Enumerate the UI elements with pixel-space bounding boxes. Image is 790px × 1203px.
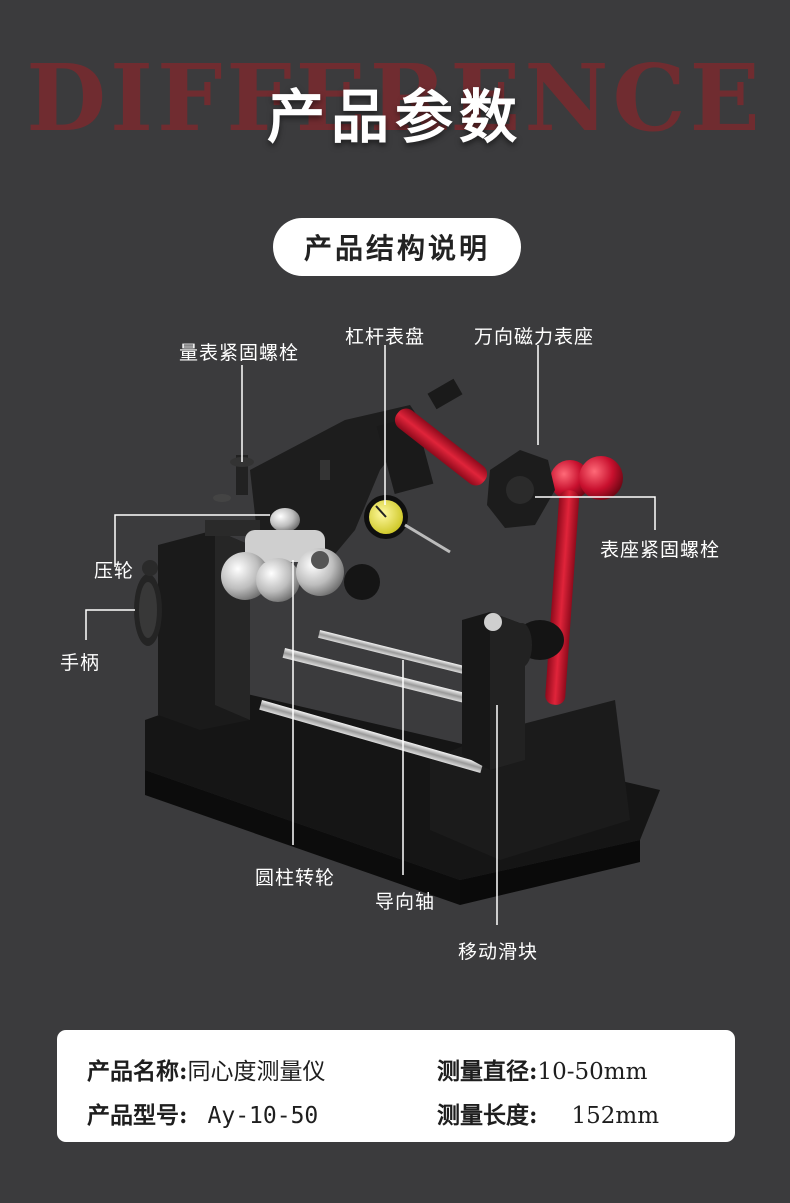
spec-length-value: 152mm [571,1103,660,1129]
label-lever-dial: 杠杆表盘 [345,326,426,348]
spec-diameter-key: 测量直径: [437,1058,538,1085]
label-handle: 手柄 [60,652,101,674]
spec-diameter-value: 10-50mm [537,1059,648,1085]
magnetic-arm [394,378,623,705]
label-guide-shaft: 导向轴 [375,891,436,913]
label-sliding-block: 移动滑块 [458,941,539,963]
label-base-bolt: 表座紧固螺栓 [600,539,721,561]
spec-model-value: Ay-10-50 [207,1103,319,1129]
spec-length: 测量长度: 152mm [437,1096,659,1130]
spec-model: 产品型号: Ay-10-50 [87,1096,318,1130]
label-cylinder-wheel: 圆柱转轮 [255,867,336,889]
sliding-block-shape [462,612,564,770]
spec-product-name: 产品名称:同心度测量仪 [87,1052,326,1086]
spec-model-key: 产品型号: [87,1102,188,1129]
rollers [205,508,380,602]
label-gauge-bolt: 量表紧固螺栓 [179,342,300,364]
spec-product-name-key: 产品名称: [87,1058,188,1085]
label-press-wheel: 压轮 [94,560,135,582]
callout-lines [85,345,656,925]
spec-length-key: 测量长度: [437,1102,538,1129]
guide-rods [259,630,484,774]
label-magnetic-base: 万向磁力表座 [474,326,595,348]
page-title: 产品参数 [266,83,523,151]
spec-product-name-value: 同心度测量仪 [187,1059,326,1085]
background-watermark-word: DIFFERENCE [26,44,764,152]
spec-diameter: 测量直径:10-50mm [437,1052,647,1086]
section-pill: 产品结构说明 [273,218,521,276]
spec-card: 产品名称:同心度测量仪 产品型号: Ay-10-50 测量直径:10-50mm 测… [57,1030,735,1142]
